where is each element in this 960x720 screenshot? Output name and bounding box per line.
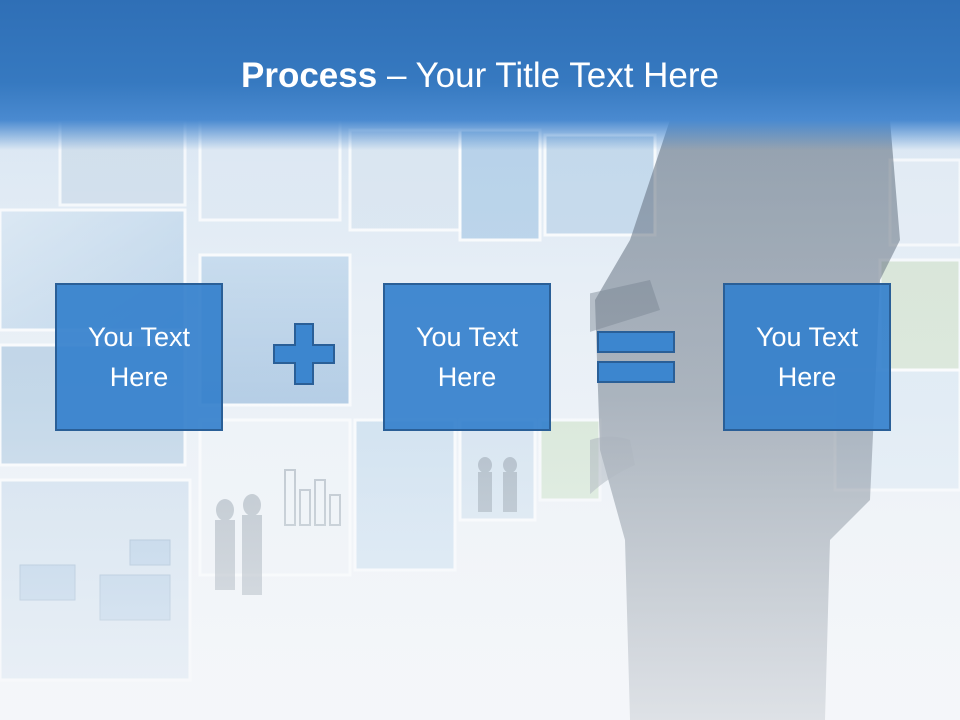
process-box-1[interactable]: You Text Here: [55, 283, 223, 431]
plus-icon: [272, 322, 336, 386]
process-box-3-text: You Text Here: [755, 322, 859, 392]
equals-icon: [596, 330, 676, 384]
title-bar: [0, 0, 960, 150]
process-box-2-text: You Text Here: [415, 322, 519, 392]
equals-bar-top: [597, 331, 675, 353]
slide-title[interactable]: Process – Your Title Text Here: [0, 54, 960, 98]
title-rest: – Your Title Text Here: [377, 56, 719, 95]
title-bold: Process: [241, 56, 378, 95]
process-box-1-text: You Text Here: [87, 322, 191, 392]
equals-bar-bottom: [597, 361, 675, 383]
process-box-2[interactable]: You Text Here: [383, 283, 551, 431]
process-box-3[interactable]: You Text Here: [723, 283, 891, 431]
